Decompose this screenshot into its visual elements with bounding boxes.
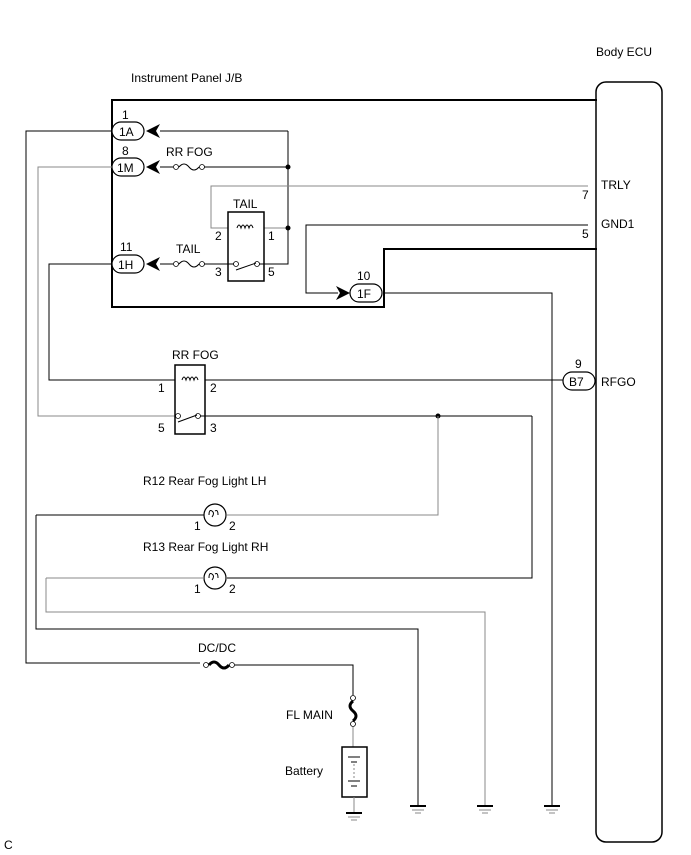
ecu-label: Body ECU [596, 45, 652, 59]
ground-icon [477, 805, 493, 814]
fl-main-fuse-icon [348, 695, 358, 727]
svg-text:1M: 1M [117, 161, 134, 175]
svg-text:1A: 1A [119, 125, 134, 139]
tail-relay-pin: 1 [268, 229, 275, 243]
body-ecu-box [595, 81, 663, 843]
connector-pin: 8 [122, 144, 129, 158]
ecu-terminal-gnd1: GND1 [601, 217, 635, 231]
connector-1A: 1A [111, 121, 160, 141]
jb-outline [111, 99, 597, 308]
connector-1M: 1M [111, 157, 160, 177]
tail-fuse-icon [173, 260, 205, 268]
ecu-terminal-rfgo: RFGO [601, 375, 636, 389]
connector-pin: 1 [122, 108, 129, 122]
rr-fog-relay-pin: 3 [210, 421, 217, 435]
rr-fog-fuse-label: RR FOG [166, 145, 213, 159]
tail-relay [227, 211, 265, 282]
bulb-icon [203, 503, 227, 527]
fl-main-label: FL MAIN [286, 708, 333, 722]
rr-fog-relay-pin: 2 [210, 381, 217, 395]
battery-icon [341, 746, 368, 798]
rear-fog-rh-label: R13 Rear Fog Light RH [143, 540, 268, 554]
tail-relay-pin: 3 [215, 265, 222, 279]
svg-text:1F: 1F [357, 287, 371, 301]
rr-fog-relay-pin: 5 [158, 421, 165, 435]
rear-fog-lh-label: R12 Rear Fog Light LH [143, 474, 266, 488]
jb-label: Instrument Panel J/B [131, 71, 242, 85]
bulb-pin: 2 [229, 519, 236, 533]
corner-letter: C [4, 838, 13, 852]
ground-icon [346, 812, 362, 821]
rr-fog-relay-label: RR FOG [172, 348, 219, 362]
bulb-pin: 1 [194, 582, 201, 596]
junction-dot [285, 164, 291, 170]
battery-label: Battery [285, 764, 323, 778]
connector-pin: 10 [357, 269, 371, 283]
dcdc-fuse-icon [203, 660, 235, 670]
bulb-icon [203, 566, 227, 590]
rr-fog-relay [174, 364, 206, 435]
dcdc-fuse-label: DC/DC [198, 641, 236, 655]
connector-pin: 9 [575, 357, 582, 371]
connector-B7: B7 [562, 371, 596, 391]
tail-relay-pin: 5 [268, 265, 275, 279]
connector-pin: 11 [120, 240, 133, 254]
bulb-pin: 1 [194, 519, 201, 533]
ground-icon [410, 805, 426, 814]
tail-relay-label: TAIL [233, 197, 258, 211]
svg-text:B7: B7 [569, 375, 584, 389]
svg-text:1H: 1H [118, 258, 133, 272]
rr-fog-relay-pin: 1 [158, 381, 165, 395]
rr-fog-fuse-icon [173, 163, 205, 171]
tail-relay-pin: 2 [215, 229, 222, 243]
ecu-terminal-trly: TRLY [601, 178, 631, 192]
connector-1F: 1F [336, 283, 383, 303]
tail-fuse-label: TAIL [176, 242, 201, 256]
ground-icon [544, 805, 560, 814]
ecu-pin: 7 [582, 188, 589, 202]
connector-1H: 1H [111, 254, 160, 274]
ecu-pin: 5 [582, 227, 589, 241]
bulb-pin: 2 [229, 582, 236, 596]
